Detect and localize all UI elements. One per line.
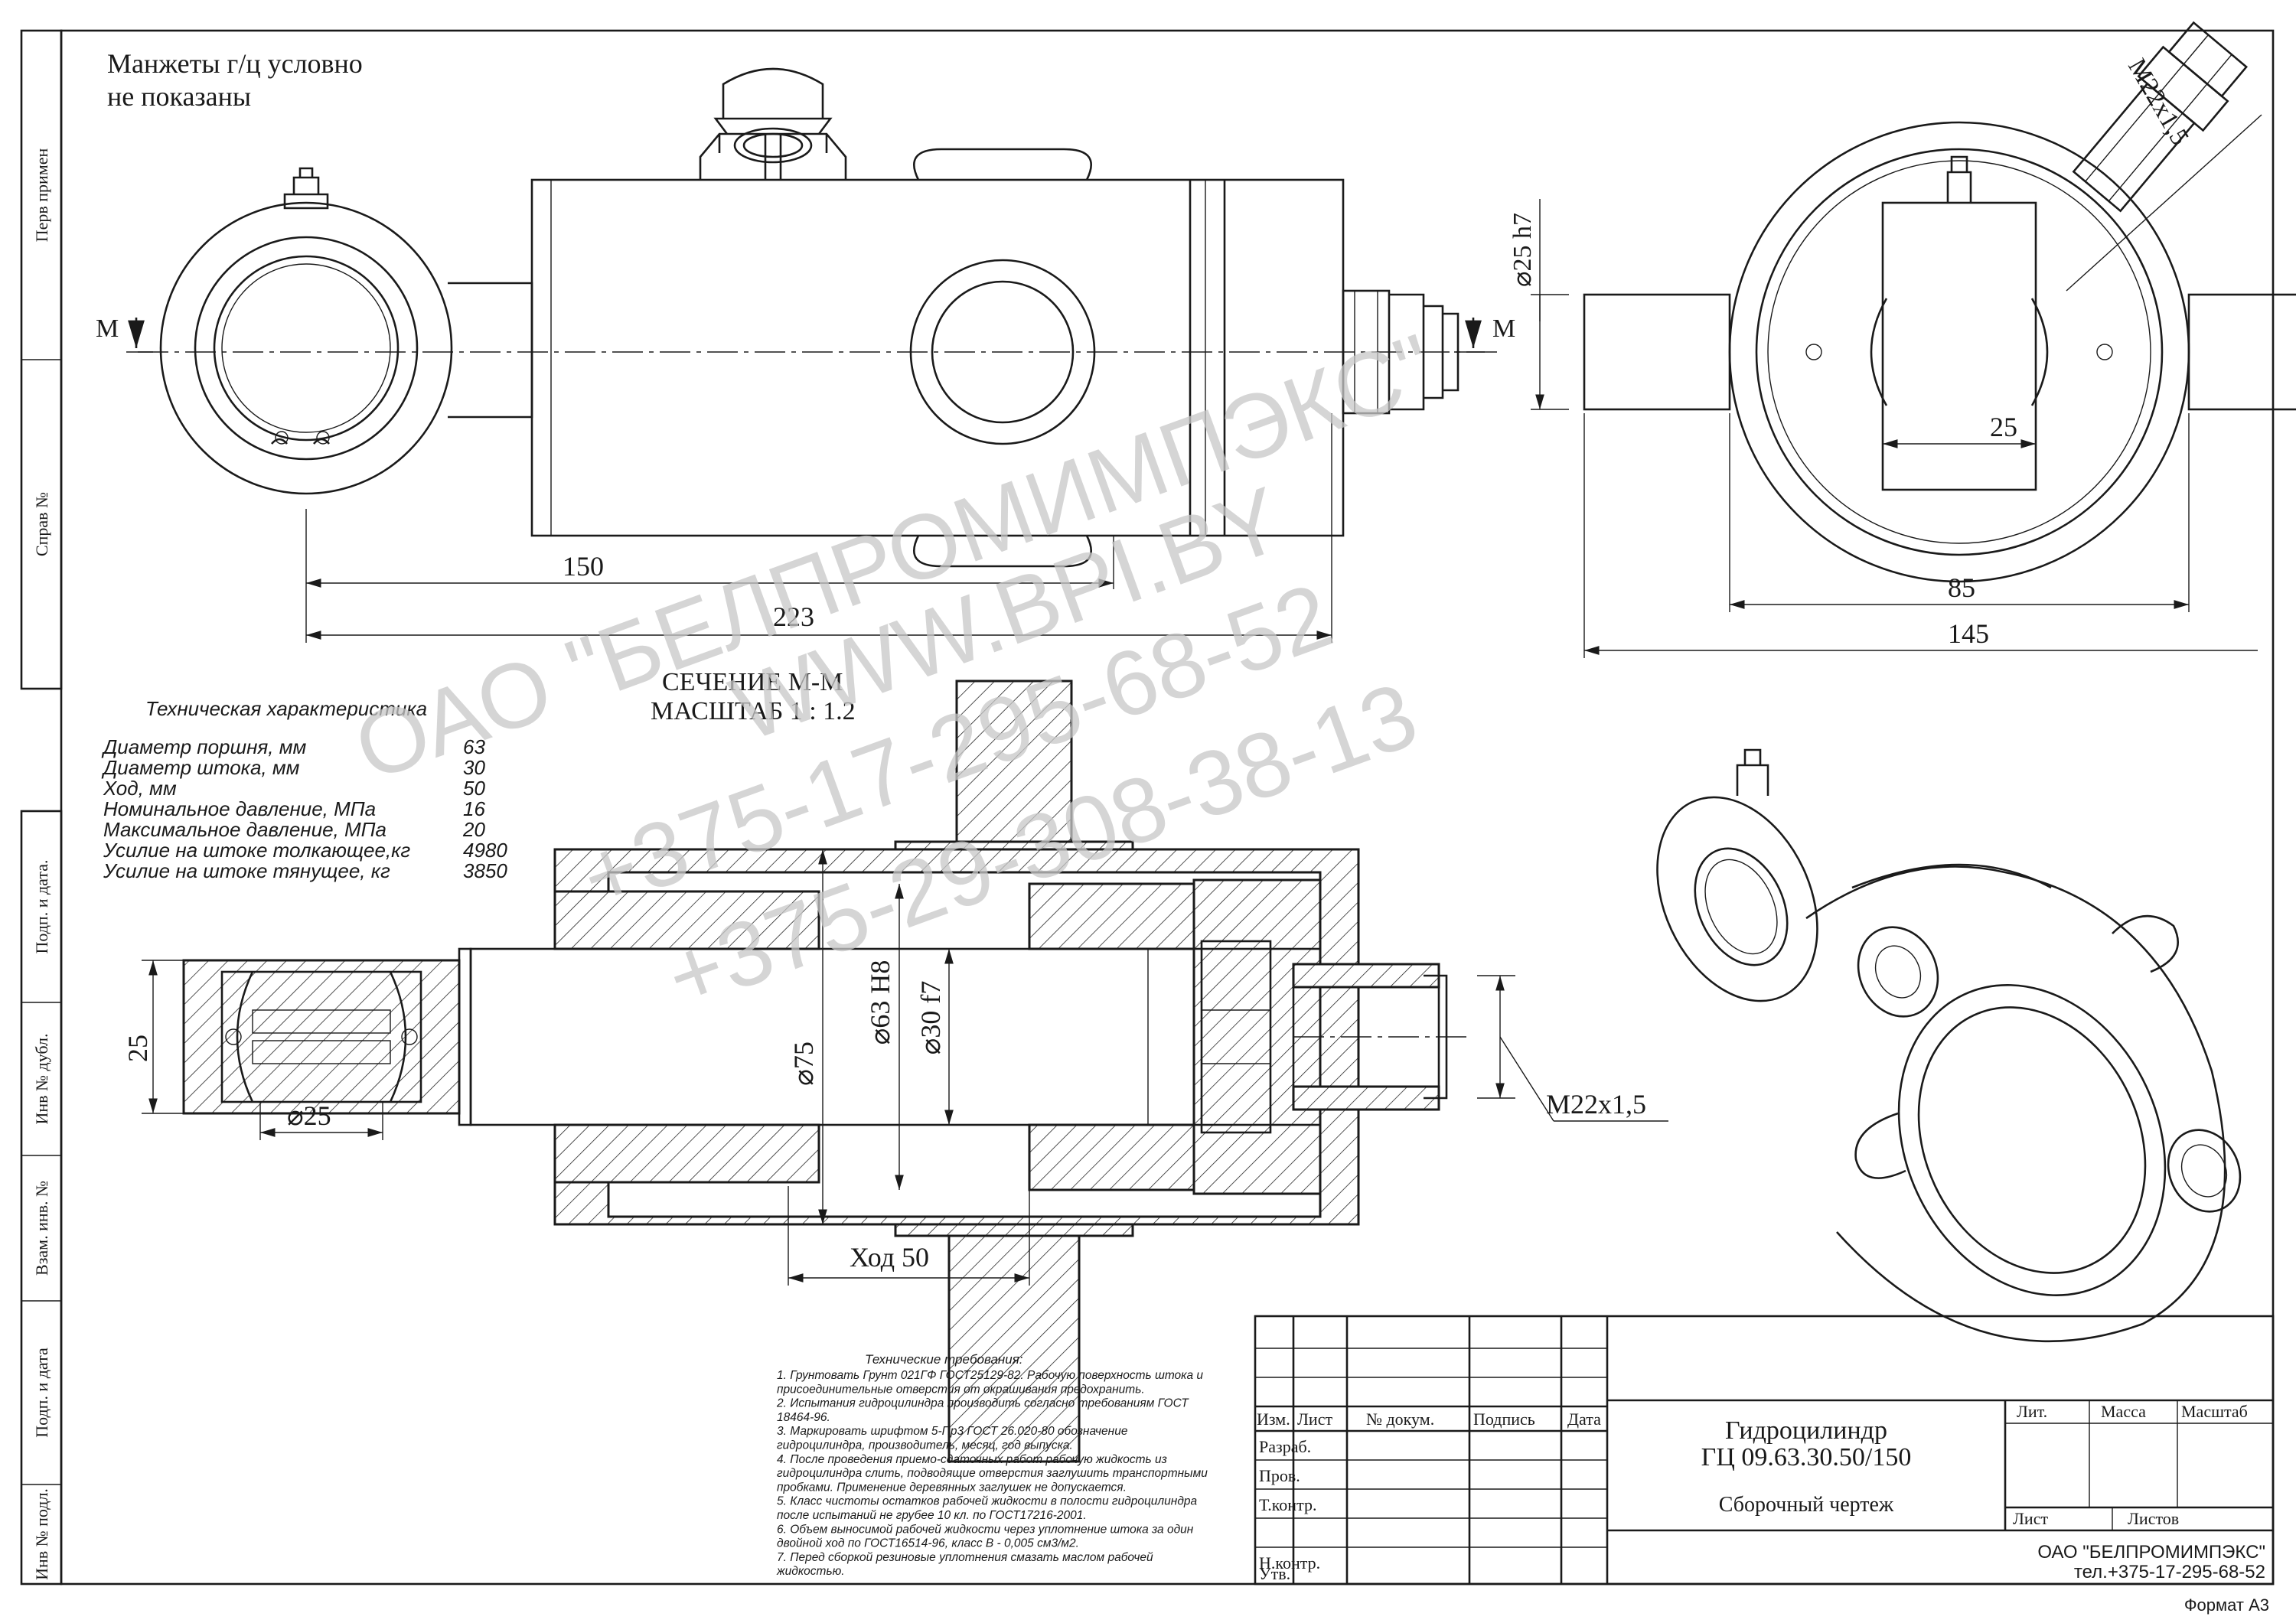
- tb-razrab: Разраб.: [1259, 1437, 1311, 1456]
- tb-list: Лист: [1297, 1410, 1332, 1429]
- cylinder-end-view: M22x1,5 ⌀25 h7 25 85 145: [1508, 21, 2296, 658]
- spec-label: Усилие на штоке тянущее, кг: [103, 859, 390, 882]
- side-label-podp1: Подп. и дата.: [32, 859, 51, 953]
- section-scale: МАСШТАБ 1 : 1.2: [651, 697, 856, 725]
- tb-lit: Лит.: [2017, 1402, 2047, 1421]
- tb-company: ОАО "БЕЛПРОМИМПЭКС": [2037, 1542, 2265, 1563]
- tb-scale: Масштаб: [2181, 1402, 2248, 1421]
- tb-sheets: Листов: [2128, 1509, 2179, 1528]
- dim-eye-dia: ⌀25: [287, 1100, 331, 1131]
- top-port-fitting: [699, 67, 847, 180]
- tb-name-2: ГЦ 09.63.30.50/150: [1701, 1443, 1912, 1471]
- tb-doc-type: Сборочный чертеж: [1719, 1493, 1894, 1517]
- cylinder-front-view: М М 150 223: [96, 67, 1515, 643]
- tb-utv: Утв.: [1259, 1564, 1290, 1583]
- requirement-line: после испытаний не грубее 10 кл. по ГОСТ…: [777, 1509, 1087, 1522]
- spec-label: Максимальное давление, МПа: [103, 818, 386, 841]
- section-title: СЕЧЕНИЕ М-М: [662, 668, 843, 696]
- requirement-line: 2. Испытания гидроцилиндра производить с…: [776, 1397, 1189, 1410]
- spec-value: 50: [463, 777, 485, 800]
- dim-eye-25: 25: [122, 1035, 153, 1062]
- piston-rod: [469, 947, 1226, 1126]
- tb-format: Формат А3: [2184, 1595, 2269, 1615]
- side-label-vzam: Взам. инв. №: [32, 1181, 51, 1276]
- section-marker-right: М: [1492, 314, 1515, 343]
- spec-label: Усилие на штоке толкающее,кг: [103, 839, 410, 862]
- tb-mass: Масса: [2101, 1402, 2146, 1421]
- tb-name-1: Гидроцилиндр: [1725, 1416, 1887, 1445]
- note-line-2: не показаны: [107, 81, 251, 112]
- spec-value: 3850: [463, 859, 507, 882]
- side-label-perv: Перв примен: [32, 148, 51, 243]
- requirement-line: гидроцилиндра слить, подводящие отверсти…: [777, 1467, 1208, 1480]
- note-line-1: Манжеты г/ц условно: [107, 48, 363, 79]
- requirement-line: 5. Класс чистоты остатков рабочей жидкос…: [777, 1495, 1198, 1508]
- requirement-line: 1. Грунтовать Грунт 021ГФ ГОСТ25129-82. …: [777, 1369, 1203, 1382]
- spec-title: Техническая характеристика: [145, 697, 427, 720]
- section-marker-left: М: [96, 314, 119, 343]
- mount-slot: [1881, 201, 2037, 491]
- dim-223: 223: [773, 601, 814, 632]
- tech-requirements: Технические требования: 1. Грунтовать Гр…: [776, 1352, 1208, 1578]
- dim-145: 145: [1948, 618, 1989, 649]
- isometric-view: [1656, 748, 2242, 1343]
- spec-value: 16: [463, 797, 485, 820]
- dim-150: 150: [563, 551, 604, 582]
- dim-d63: ⌀63 H8: [865, 960, 895, 1045]
- requirement-line: 4. После проведения приемо-сдаточных раб…: [777, 1453, 1167, 1466]
- spec-value: 20: [462, 818, 485, 841]
- side-label-inv-dubl: Инв № дубл.: [32, 1033, 51, 1124]
- dim-thread-bottom: M22x1,5: [1546, 1089, 1646, 1119]
- requirement-line: присоединительные отверстия от окрашиван…: [777, 1383, 1145, 1396]
- tb-izm: Изм.: [1257, 1410, 1290, 1429]
- requirement-line: пробками. Применение деревянных заглушек…: [777, 1481, 1127, 1494]
- spec-label: Номинальное давление, МПа: [103, 797, 376, 820]
- tb-tkontr: Т.контр.: [1259, 1495, 1316, 1514]
- dim-stroke: Ход 50: [850, 1242, 929, 1273]
- dim-d75: ⌀75: [788, 1041, 819, 1086]
- tb-sheet: Лист: [2013, 1509, 2048, 1528]
- requirement-line: двойной ход по ГОСТ16514-96, класс В - 0…: [777, 1537, 1079, 1550]
- tb-prov: Пров.: [1259, 1466, 1300, 1485]
- tb-phone: тел.+375-17-295-68-52: [2074, 1562, 2265, 1582]
- spec-value: 4980: [463, 839, 507, 862]
- requirement-line: гидроцилиндра, производитель, месяц, год…: [777, 1439, 1073, 1452]
- requirements-title: Технические требования:: [865, 1352, 1023, 1367]
- title-block: Изм. Лист № докум. Подпись Дата Разраб. …: [1254, 1315, 2275, 1615]
- dim-slot-25: 25: [1990, 412, 2017, 442]
- spec-value: 30: [463, 756, 485, 779]
- tb-sign: Подпись: [1473, 1410, 1535, 1429]
- requirement-line: 6. Объем выносимой рабочей жидкости чере…: [777, 1523, 1194, 1536]
- spec-table: Техническая характеристика Диаметр поршн…: [101, 697, 507, 882]
- section-view: СЕЧЕНИЕ М-М МАСШТАБ 1 : 1.2: [122, 668, 1668, 1463]
- tb-date: Дата: [1567, 1410, 1601, 1429]
- side-label-podp2: Подп. и дата: [32, 1348, 51, 1438]
- tb-nkontr: Н.контр.: [1259, 1553, 1320, 1572]
- dim-85: 85: [1948, 572, 1975, 603]
- side-label-sprav: Справ №: [32, 492, 51, 556]
- dim-rod-dia: ⌀25 h7: [1508, 213, 1537, 287]
- spec-label: Диаметр штока, мм: [101, 756, 300, 779]
- requirement-line: 7. Перед сборкой резиновые уплотнения см…: [777, 1551, 1153, 1564]
- sheet-frame: [20, 29, 2275, 1586]
- requirement-line: 3. Маркировать шрифтом 5-Пр3 ГОСТ 26.020…: [777, 1425, 1128, 1438]
- spec-value: 63: [463, 735, 485, 758]
- spec-label: Диаметр поршня, мм: [101, 735, 307, 758]
- eye-outer: [159, 201, 453, 495]
- tb-doc: № докум.: [1366, 1410, 1434, 1429]
- requirement-line: жидкостью.: [776, 1565, 845, 1578]
- spec-label: Ход, мм: [103, 777, 177, 800]
- side-labels: Перв примен Справ № Подп. и дата. Инв № …: [32, 148, 51, 1580]
- dim-d30: ⌀30 f7: [915, 981, 946, 1055]
- requirement-line: 18464-96.: [777, 1411, 830, 1424]
- side-label-inv-podl: Инв № подл.: [32, 1488, 51, 1580]
